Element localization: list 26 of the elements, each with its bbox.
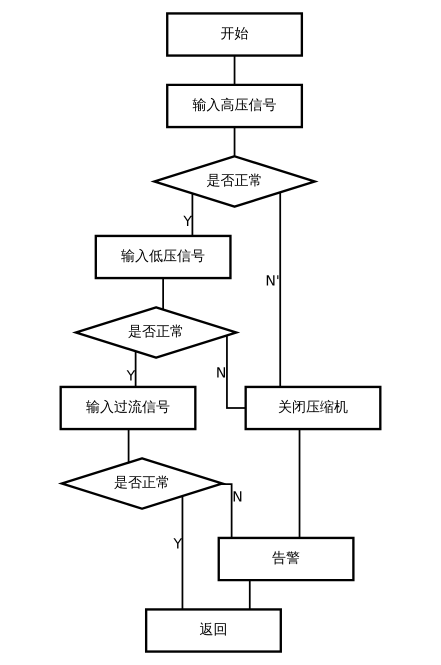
connector (298, 429, 300, 538)
node-box: 返回 (144, 608, 282, 653)
node-box: 开始 (166, 12, 304, 57)
node-box: 关闭压缩机 (244, 386, 382, 430)
edge-label: N (216, 365, 226, 382)
node-diamond: 是否正常 (58, 457, 226, 510)
node-box: 输入高压信号 (166, 84, 304, 128)
edge-label: N (232, 489, 243, 506)
connector (162, 278, 164, 310)
edge-label: N' (265, 274, 280, 290)
connector (234, 56, 236, 85)
connector (248, 580, 251, 610)
node-box: 输入低压信号 (94, 234, 232, 280)
node-box: 输入过流信号 (60, 386, 196, 430)
connector (226, 336, 246, 409)
connector (234, 127, 236, 156)
edge-label: Y (126, 368, 136, 384)
connector (128, 429, 130, 462)
connector (279, 192, 282, 387)
connector (220, 483, 232, 538)
connector (182, 496, 184, 610)
node-diamond: 是否正常 (72, 306, 240, 359)
node-diamond: 是否正常 (150, 155, 319, 208)
connector (192, 194, 194, 236)
connector (134, 352, 136, 387)
node-box: 告警 (218, 536, 355, 582)
